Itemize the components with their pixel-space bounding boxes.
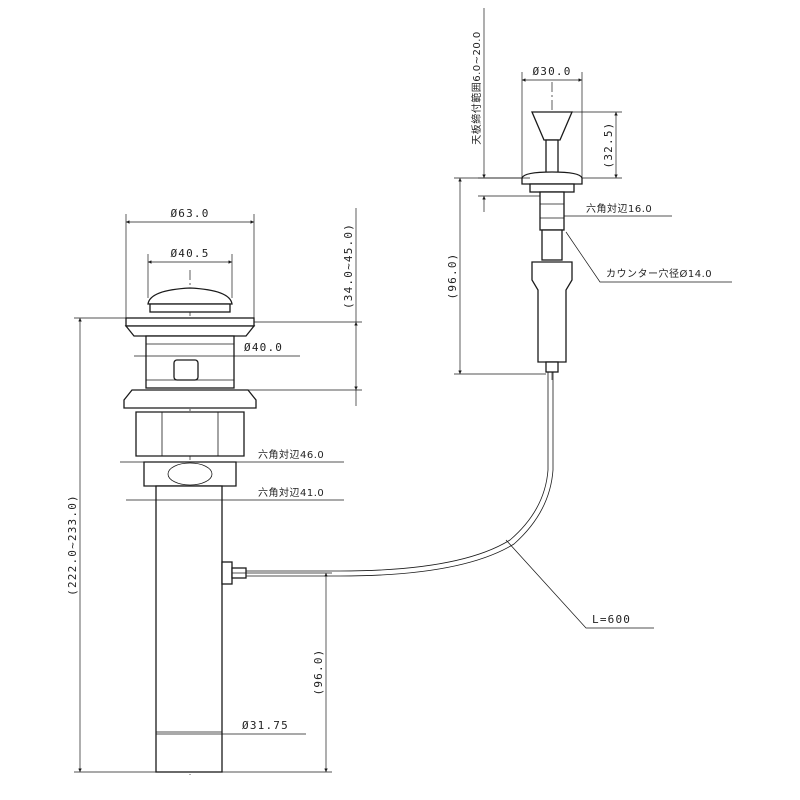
cable-connector bbox=[221, 561, 233, 585]
dimension-lines bbox=[74, 8, 732, 773]
label-hex-nut-16: 六角対辺16.0 bbox=[586, 202, 652, 215]
drain-assembly bbox=[123, 270, 257, 775]
hex-nut-46 bbox=[135, 411, 245, 457]
label-knob-body-height: (96.0) bbox=[446, 253, 459, 300]
label-body-diameter: Ø40.0 bbox=[244, 341, 283, 354]
label-hex-nut-41: 六角対辺41.0 bbox=[258, 486, 324, 499]
label-drain-head-diameter: Ø63.0 bbox=[170, 207, 209, 220]
knob bbox=[531, 111, 573, 141]
label-lower-height: (96.0) bbox=[312, 649, 325, 696]
cable bbox=[246, 372, 554, 577]
label-cable-length: L=600 bbox=[592, 613, 631, 626]
dimension-labels: Ø63.0 Ø40.5 Ø40.0 (34.0~45.0) 六角対辺46.0 六… bbox=[66, 31, 712, 732]
drain-flange bbox=[125, 317, 255, 327]
drain-cap bbox=[147, 287, 233, 305]
knob-flange bbox=[521, 171, 583, 185]
label-drain-cap-diameter: Ø40.5 bbox=[170, 247, 209, 260]
label-knob-diameter: Ø30.0 bbox=[532, 65, 571, 78]
label-tube-diameter: Ø31.75 bbox=[242, 719, 289, 732]
hex-nut-16 bbox=[539, 191, 565, 231]
label-knob-height: (32.5) bbox=[602, 122, 615, 169]
label-counter-thickness-range: (34.0~45.0) bbox=[342, 223, 355, 309]
knob-assembly bbox=[521, 82, 583, 380]
hex-nut-41 bbox=[143, 461, 237, 487]
label-counter-thickness-knob: 天板締付範囲6.0~20.0 bbox=[470, 31, 483, 145]
drain-washer bbox=[123, 389, 257, 409]
label-overall-height: (222.0~233.0) bbox=[66, 494, 79, 596]
drain-tube bbox=[155, 485, 223, 773]
label-hex-nut-46: 六角対辺46.0 bbox=[258, 448, 324, 461]
knob-body bbox=[531, 261, 573, 363]
label-counter-hole: カウンター穴径Ø14.0 bbox=[606, 267, 712, 280]
